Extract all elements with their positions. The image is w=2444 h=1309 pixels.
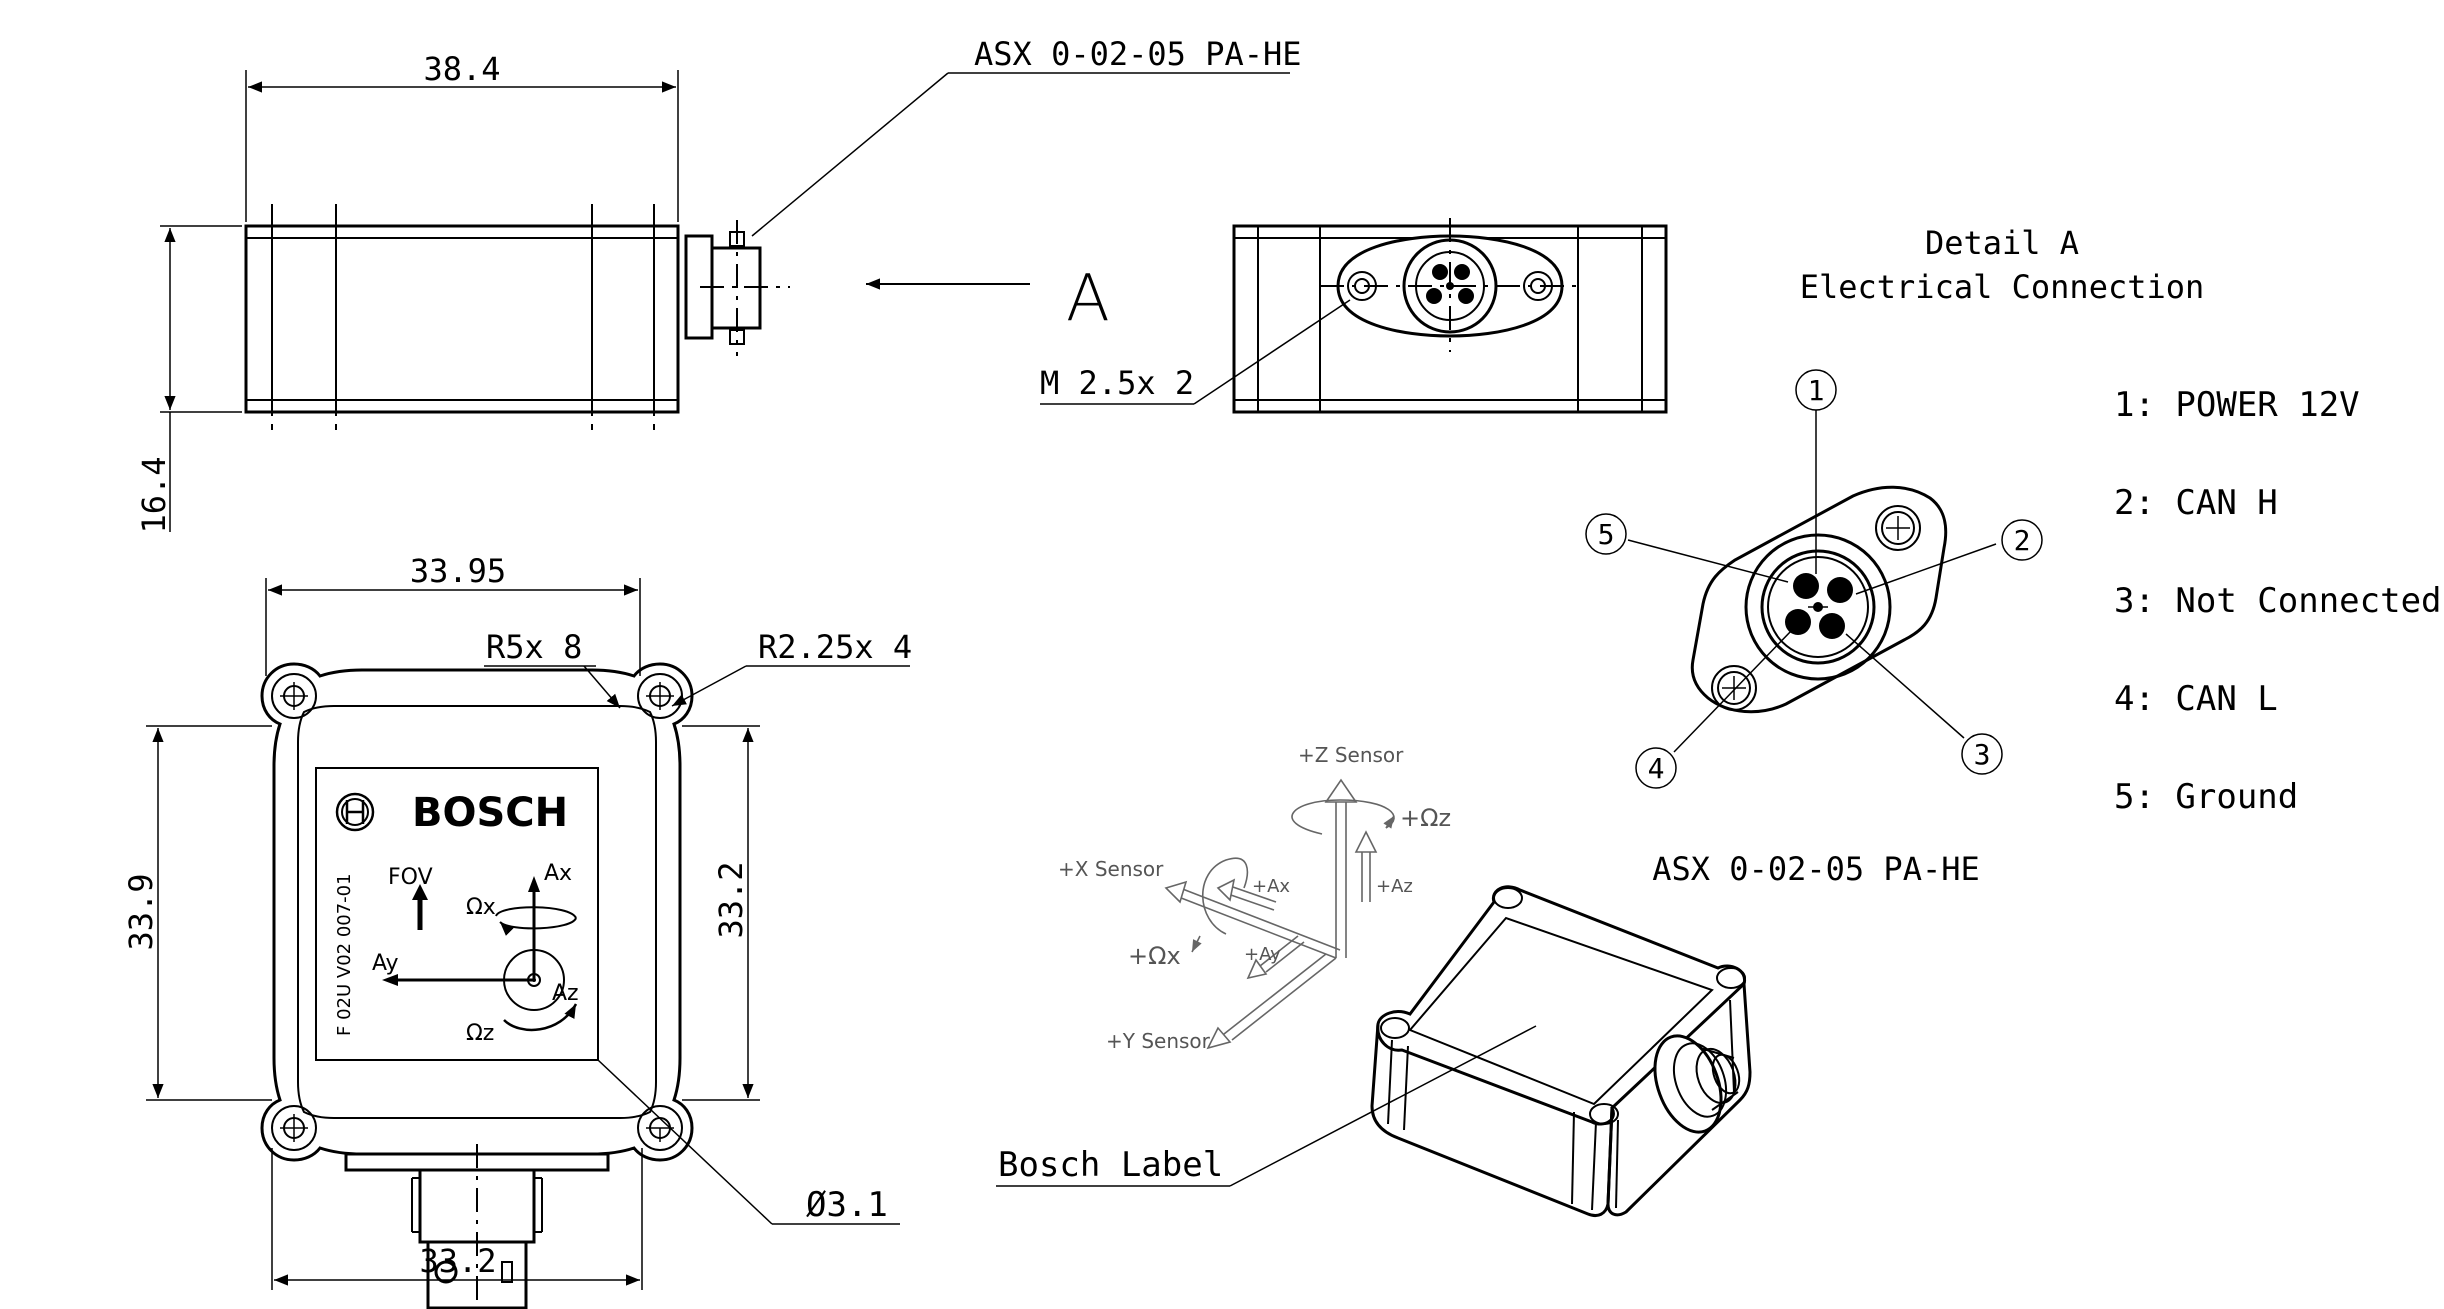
omega-z-label: Ωz — [466, 1021, 494, 1046]
detail-title-1: Detail A — [1925, 224, 2079, 262]
pin-legend-2: 2: CAN H — [2114, 483, 2278, 523]
detail-connector-label: ASX 0-02-05 PA-HE — [1652, 850, 1980, 888]
side-view: 38.4 16.4 ASX 0-02-05 PA-HE A — [135, 35, 1302, 534]
pin-legend-5: 5: Ground — [2114, 777, 2298, 817]
hole-label: Ø3.1 — [806, 1185, 888, 1225]
pin-number-2: 2 — [2014, 524, 2031, 557]
sensor-axes-diagram — [1164, 778, 1395, 1050]
end-view: M 2.5x 2 — [1040, 218, 1668, 414]
y-sensor-label: +Y Sensor — [1106, 1029, 1211, 1053]
bosch-label-callout: Bosch Label — [998, 1145, 1223, 1185]
bosch-brand: BOSCH — [412, 790, 568, 836]
omega-z-axis-label: +Ωz — [1400, 804, 1451, 832]
detail-title-2: Electrical Connection — [1800, 268, 2205, 306]
x-sensor-label: +X Sensor — [1058, 857, 1164, 881]
az-label: Az — [552, 981, 579, 1006]
side-height-dim: 16.4 — [135, 456, 173, 533]
end-screw-label: M 2.5x 2 — [1040, 364, 1194, 402]
omega-x-axis-label: +Ωx — [1128, 942, 1181, 970]
pin-number-4: 4 — [1648, 752, 1665, 785]
ax-label: Ax — [544, 861, 572, 886]
part-number: F 02U V02 007-01 — [334, 873, 355, 1036]
pin-legend-3: 3: Not Connected — [2114, 581, 2442, 621]
radius-label-2: R2.25x 4 — [758, 628, 912, 666]
bottom-width-dim: 33.2 — [419, 1242, 496, 1280]
side-connector-label: ASX 0-02-05 PA-HE — [974, 35, 1302, 73]
side-width-dim: 38.4 — [423, 50, 500, 88]
sensor-axes-labels: +Z Sensor +X Sensor +Y Sensor +Ωz +Ωx +A… — [1058, 743, 1451, 1053]
view-marker-a: A — [1066, 262, 1110, 336]
detail-a: Detail A Electrical Connection 1 2 3 — [1585, 224, 2442, 888]
bosch-label-plate: BOSCH F 02U V02 007-01 FOV Ax Ay Az Ωx — [315, 767, 599, 1061]
radius-label-1: R5x 8 — [486, 628, 582, 666]
left-height-dim: 33.9 — [122, 873, 160, 950]
bosch-logo-icon — [335, 792, 375, 832]
pin-legend-4: 4: CAN L — [2114, 679, 2278, 719]
az-axis-label: +Az — [1376, 876, 1413, 897]
isometric-view: Bosch Label — [996, 885, 1752, 1218]
fov-label: FOV — [388, 865, 433, 890]
pin-number-3: 3 — [1974, 738, 1991, 771]
ay-axis-label: +Ay — [1244, 944, 1281, 965]
ay-label: Ay — [372, 951, 399, 976]
pin-legend-1: 1: POWER 12V — [2114, 385, 2360, 425]
top-view: BOSCH F 02U V02 007-01 FOV Ax Ay Az Ωx — [122, 552, 912, 1309]
pin-number-5: 5 — [1598, 518, 1615, 551]
z-sensor-label: +Z Sensor — [1298, 743, 1404, 767]
right-height-dim: 33.2 — [712, 861, 750, 938]
ax-axis-label: +Ax — [1252, 876, 1290, 897]
pin-number-1: 1 — [1808, 374, 1825, 407]
omega-x-label: Ωx — [466, 895, 496, 920]
top-width-dim: 33.95 — [410, 552, 506, 590]
